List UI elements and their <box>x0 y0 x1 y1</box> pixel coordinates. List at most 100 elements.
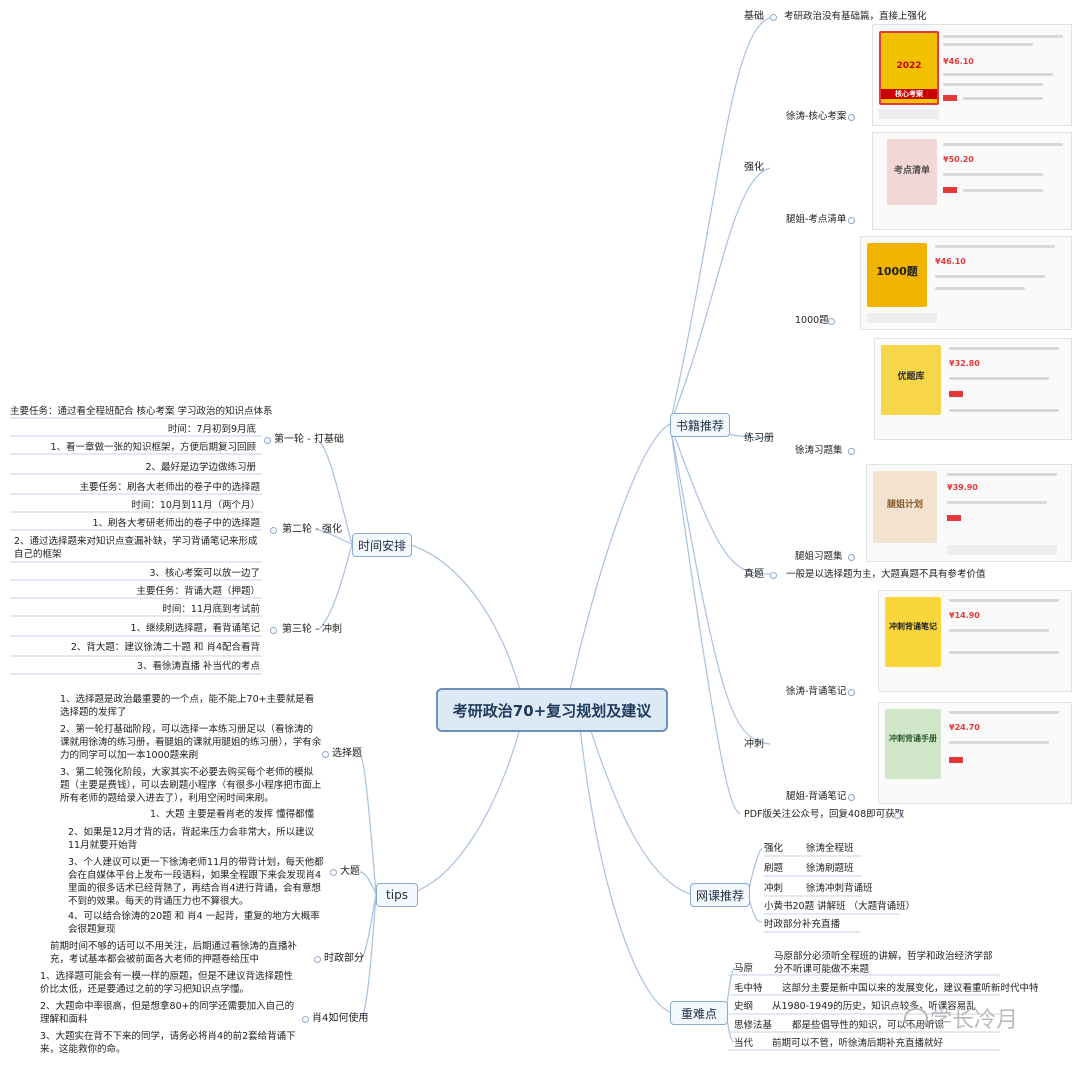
course-value: 徐涛刷题班 <box>806 863 854 874</box>
difficulty-key: 史纲 <box>734 1001 754 1012</box>
course-key: 时政部分补充直播 <box>764 919 841 930</box>
tips-xiao4-item: 3、大题实在背不下来的同学，请务必将肖4的前2套给背诵下来，这能救你的命。 <box>40 1031 296 1055</box>
books-basic-label: 基础 <box>744 11 764 22</box>
round3-item: 2、背大题：建议徐涛二十题 和 肖4配合看背 <box>70 642 260 653</box>
difficulty-value: 都是些倡导性的知识，可以不用听课 <box>792 1020 945 1031</box>
books-real-note: 一般是以选择题为主，大题真题不具有参考价值 <box>786 569 986 580</box>
difficulty-value: 马原部分必须听全程班的讲解，哲学和政治经济学部分不听课可能做不来题 <box>774 951 993 975</box>
round3-item: 1、继续刷选择题，看背诵笔记 <box>130 623 260 634</box>
book-cover: 优题库 <box>881 345 941 415</box>
tips-xiao4-item: 2、大题命中率很高，但是想拿80+的同学还需要加入自己的理解和面料 <box>40 1001 295 1025</box>
collapse-toggle-icon[interactable] <box>302 1016 309 1023</box>
watermark: 学长冷月 <box>930 1008 1019 1033</box>
round3-item: 时间：11月底到考试前 <box>162 604 260 615</box>
collapse-toggle-icon[interactable] <box>848 217 855 224</box>
tips-choice-item: 3、第二轮强化阶段，大家其实不必要去购买每个老师的模拟题（主要是费钱），可以去刷… <box>60 767 322 804</box>
course-key: 小黄书20题 讲解班 （大题背诵班） <box>764 901 916 912</box>
tips-choice-item: 1、选择题是政治最重要的一个点，能不能上70+主要就是看选择题的发挥了 <box>60 694 315 718</box>
books-practice-item: 1000题 <box>795 315 829 326</box>
collapse-toggle-icon[interactable] <box>270 527 277 534</box>
collapse-toggle-icon[interactable] <box>264 437 271 444</box>
round2-item: 3、核心考案可以放一边了 <box>149 568 260 579</box>
books-practice-item: 徐涛习题集 <box>795 445 843 456</box>
book-card-list: 考点清单 ¥50.20 <box>872 132 1072 230</box>
tips-xiao4-item: 1、选择题可能会有一模一样的原题，但是不建议背选择题性价比太低，还是要通过之前的… <box>40 971 294 995</box>
book-cover: 冲刺背诵手册 <box>885 709 941 779</box>
collapse-toggle-icon[interactable] <box>848 114 855 121</box>
books-strengthen-label: 强化 <box>744 162 764 173</box>
difficulty-value: 从1980-1949的历史，知识点较多，听课容易乱 <box>772 1001 976 1012</box>
course-key: 刷题 <box>764 863 784 874</box>
wechat-icon <box>904 1008 928 1028</box>
collapse-toggle-icon[interactable] <box>848 689 855 696</box>
tips-essay-item: 4、可以结合徐涛的20题 和 肖4 一起背，重复的地方大概率会很题复现 <box>68 911 320 935</box>
round3-label: 第三轮 - 冲刺 <box>282 624 342 635</box>
collapse-toggle-icon[interactable] <box>314 956 321 963</box>
book-card-xutao: 优题库 ¥32.80 <box>874 338 1072 440</box>
books-pdf-note[interactable]: PDF版关注公众号，回复408即可获取 <box>744 809 905 820</box>
books-practice-label: 练习册 <box>744 433 774 444</box>
difficulty-value: 前期可以不管，听徐涛后期补充直播就好 <box>772 1038 944 1049</box>
collapse-toggle-icon[interactable] <box>894 812 901 819</box>
difficulty-key: 马原 <box>734 963 754 974</box>
root-topic: 考研政治70+复习规划及建议 <box>436 688 668 732</box>
tips-choice-item: 2、第一轮打基础阶段，可以选择一本练习册足以（看徐涛的课就用徐涛的练习册，看腿姐… <box>60 724 322 761</box>
books-practice-item: 腿姐习题集 <box>795 551 843 562</box>
round2-item: 2、通过选择题来对知识点查漏补缺，学习背诵笔记来形成自己的框架 <box>14 536 258 560</box>
books-sprint-item: 腿姐-背诵笔记 <box>786 791 847 802</box>
book-cover: 腿姐计划 <box>873 471 937 543</box>
book-card-xutao-notes: 冲刺背诵笔记 ¥14.90 <box>878 590 1072 692</box>
collapse-toggle-icon[interactable] <box>322 751 329 758</box>
round3-item: 3、看徐涛直播 补当代的考点 <box>136 661 260 672</box>
branch-schedule: 时间安排 <box>352 533 412 557</box>
tips-essay-item: 1、大题 主要是看肖老的发挥 懂得都懂 <box>150 809 315 820</box>
course-value: 徐涛全程班 <box>806 843 854 854</box>
course-key: 强化 <box>764 843 784 854</box>
tips-current-label: 时政部分 <box>324 953 364 964</box>
round1-item: 时间：7月初到9月底 <box>167 424 256 435</box>
book-card-1000: 1000题 ¥46.10 <box>860 236 1072 330</box>
collapse-toggle-icon[interactable] <box>270 627 277 634</box>
collapse-toggle-icon[interactable] <box>330 869 337 876</box>
book-cover: 考点清单 <box>887 139 937 205</box>
collapse-toggle-icon[interactable] <box>770 572 777 579</box>
round1-item: 1、看一章做一张的知识框架，方便后期复习回顾 <box>50 442 256 453</box>
collapse-toggle-icon[interactable] <box>848 554 855 561</box>
tips-choice-label: 选择题 <box>332 748 362 759</box>
round1-label: 第一轮 - 打基础 <box>274 434 344 445</box>
collapse-toggle-icon[interactable] <box>848 448 855 455</box>
books-strengthen-item: 徐涛-核心考案 <box>786 111 847 122</box>
round1-item: 2、最好是边学边做练习册 <box>145 462 256 473</box>
branch-difficulties: 重难点 <box>670 1001 728 1025</box>
tips-essay-item: 3、个人建议可以更一下徐涛老师11月的带背计划，每天他都会在自媒体平台上发布一段… <box>68 857 324 907</box>
books-real-label: 真题 <box>744 569 764 580</box>
books-sprint-item: 徐涛-背诵笔记 <box>786 686 847 697</box>
book-card-tuijie-notes: 冲刺背诵手册 ¥24.70 <box>878 702 1072 804</box>
tips-current-item: 前期时间不够的话可以不用关注，后期通过看徐涛的直播补充，考试基本都会被前面各大老… <box>50 941 298 965</box>
branch-tips: tips <box>376 883 418 907</box>
round2-item: 1、刷各大考研老师出的卷子中的选择题 <box>92 518 260 529</box>
course-value: 徐涛冲刺背诵班 <box>806 883 873 894</box>
book-card-tuijie: 腿姐计划 ¥39.90 <box>866 464 1072 562</box>
tips-essay-item: 2、如果是12月才背的话，背起来压力会非常大，所以建议11月就要开始背 <box>68 827 315 851</box>
collapse-toggle-icon[interactable] <box>770 14 777 21</box>
book-cover: 冲刺背诵笔记 <box>885 597 941 667</box>
books-sprint-label: 冲刺 <box>744 739 764 750</box>
branch-courses: 网课推荐 <box>690 883 750 907</box>
difficulty-key: 毛中特 <box>734 983 763 994</box>
book-cover: 1000题 <box>867 243 927 307</box>
difficulty-value: 这部分主要是新中国以来的发展变化，建议看重听新时代中特 <box>782 983 1039 994</box>
collapse-toggle-icon[interactable] <box>828 318 835 325</box>
books-strengthen-item: 腿姐-考点清单 <box>786 214 847 225</box>
branch-books: 书籍推荐 <box>670 413 730 437</box>
books-basic-note: 考研政治没有基础篇，直接上强化 <box>784 11 927 22</box>
round3-item: 主要任务：背诵大题（押题） <box>136 586 260 597</box>
round2-label: 第二轮 - 强化 <box>282 524 342 535</box>
difficulty-key: 思修法基 <box>734 1020 773 1031</box>
collapse-toggle-icon[interactable] <box>848 794 855 801</box>
round2-item: 时间：10月到11月（两个月） <box>131 500 260 511</box>
round2-item: 主要任务：刷各大老师出的卷子中的选择题 <box>79 482 260 493</box>
